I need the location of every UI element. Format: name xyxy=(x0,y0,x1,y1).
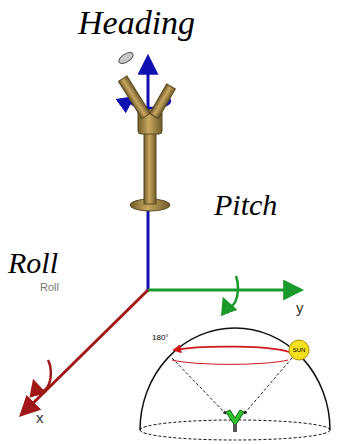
pitch-rotation xyxy=(224,276,238,306)
sun-label: SUN xyxy=(293,347,306,353)
faded-label: Roll xyxy=(40,282,59,293)
sensor-instrument xyxy=(117,50,175,211)
axis-title: Pitch xyxy=(214,190,277,220)
angle-label: 180° xyxy=(152,334,169,342)
roll-rotation xyxy=(34,360,51,391)
axis-letter: y xyxy=(296,300,304,315)
axis-title: Heading xyxy=(78,6,195,40)
roll-axis xyxy=(22,290,148,414)
pitch-axis xyxy=(148,289,300,292)
axis-title: Roll xyxy=(8,248,58,278)
axis-letter: x xyxy=(36,410,44,425)
sky-hemisphere xyxy=(140,328,330,440)
